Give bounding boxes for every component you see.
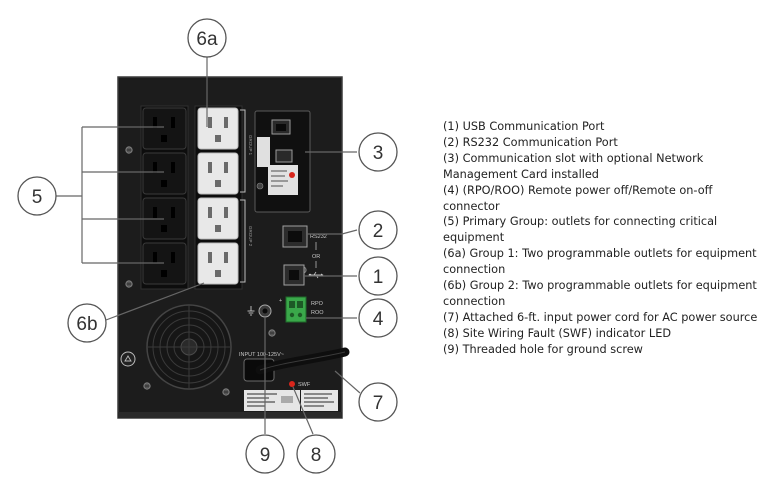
legend-item-2: (2) RS232 Communication Port <box>443 135 618 149</box>
swf-label: SWF <box>298 382 311 388</box>
rs232-label: RS232 <box>310 234 327 240</box>
plus-sign-label: + <box>279 298 282 304</box>
group2-outlet <box>197 242 239 285</box>
callout-2: 2 <box>358 210 398 250</box>
callout-5: 5 <box>17 176 57 216</box>
legend-item-8: (8) Site Wiring Fault (SWF) indicator LE… <box>443 326 672 340</box>
swf-led <box>289 381 295 387</box>
leader-line-2 <box>307 229 358 235</box>
callout-1: 1 <box>358 256 398 296</box>
input-rating-label: INPUT 100-125V~ <box>239 352 284 358</box>
legend-item-6b: (6b) Group 2: Two programmable outlets f… <box>443 279 757 308</box>
callout-6a: 6a <box>187 18 227 58</box>
leader-line-8 <box>292 386 314 435</box>
screw-icon <box>125 280 133 288</box>
svg-text:6a: 6a <box>196 29 218 50</box>
screw-icon <box>143 382 151 390</box>
nmc-led <box>289 172 295 178</box>
svg-text:4: 4 <box>373 309 384 330</box>
svg-text:5: 5 <box>32 187 43 208</box>
callout-8: 8 <box>296 434 336 474</box>
recycle-symbol-icon <box>120 351 136 367</box>
callout-3: 3 <box>358 132 398 172</box>
group2-label: GROUP 2 <box>248 226 253 247</box>
callout-7: 7 <box>358 382 398 422</box>
svg-text:8: 8 <box>311 445 322 466</box>
legend-item-5: (5) Primary Group: outlets for connectin… <box>443 215 718 245</box>
group1-label: GROUP 1 <box>248 135 253 156</box>
svg-text:9: 9 <box>260 445 271 466</box>
leader-line-7 <box>334 370 361 394</box>
legend: (1) USB Communication Port (2) RS232 Com… <box>443 119 765 358</box>
legend-item-6a: (6a) Group 1: Two programmable outlets f… <box>443 247 757 277</box>
primary-outlet <box>142 152 187 195</box>
nmc-label-sticker <box>257 137 270 167</box>
callout-9: 9 <box>245 434 285 474</box>
roo-label: ROO <box>311 310 324 316</box>
ups-panel-bottom-edge <box>118 412 342 418</box>
group2-outlet <box>197 197 239 240</box>
or-label: OR <box>312 254 320 260</box>
group1-outlet <box>197 152 239 195</box>
screw-icon <box>125 146 133 154</box>
cooling-fan <box>146 304 232 390</box>
legend-item-3: (3) Communication slot with optional Net… <box>443 151 704 181</box>
group2-bracket <box>240 199 246 283</box>
screw-icon <box>222 388 230 396</box>
legend-item-1: (1) USB Communication Port <box>443 120 605 133</box>
leader-line-6b <box>105 282 205 321</box>
screw-icon <box>268 329 276 337</box>
svg-text:3: 3 <box>373 143 384 164</box>
group1-outlet <box>197 107 239 150</box>
callout-4: 4 <box>358 298 398 338</box>
rpo-roo-connector <box>285 296 307 323</box>
callout-6b: 6b <box>67 303 107 343</box>
svg-text:7: 7 <box>373 393 384 414</box>
svg-text:6b: 6b <box>76 314 97 335</box>
ground-symbol-icon <box>247 306 255 316</box>
legend-item-7: (7) Attached 6-ft. input power cord for … <box>443 310 758 324</box>
svg-text:2: 2 <box>373 221 384 242</box>
leader-line-5 <box>56 126 164 264</box>
rpo-label: RPO <box>311 301 324 307</box>
svg-text:1: 1 <box>373 267 384 288</box>
nmc-usb-port <box>275 149 293 163</box>
group1-bracket <box>240 109 246 193</box>
legend-item-9: (9) Threaded hole for ground screw <box>443 342 643 356</box>
legend-item-4: (4) (RPO/ROO) Remote power off/Remote on… <box>443 183 713 213</box>
primary-outlet <box>142 107 187 150</box>
